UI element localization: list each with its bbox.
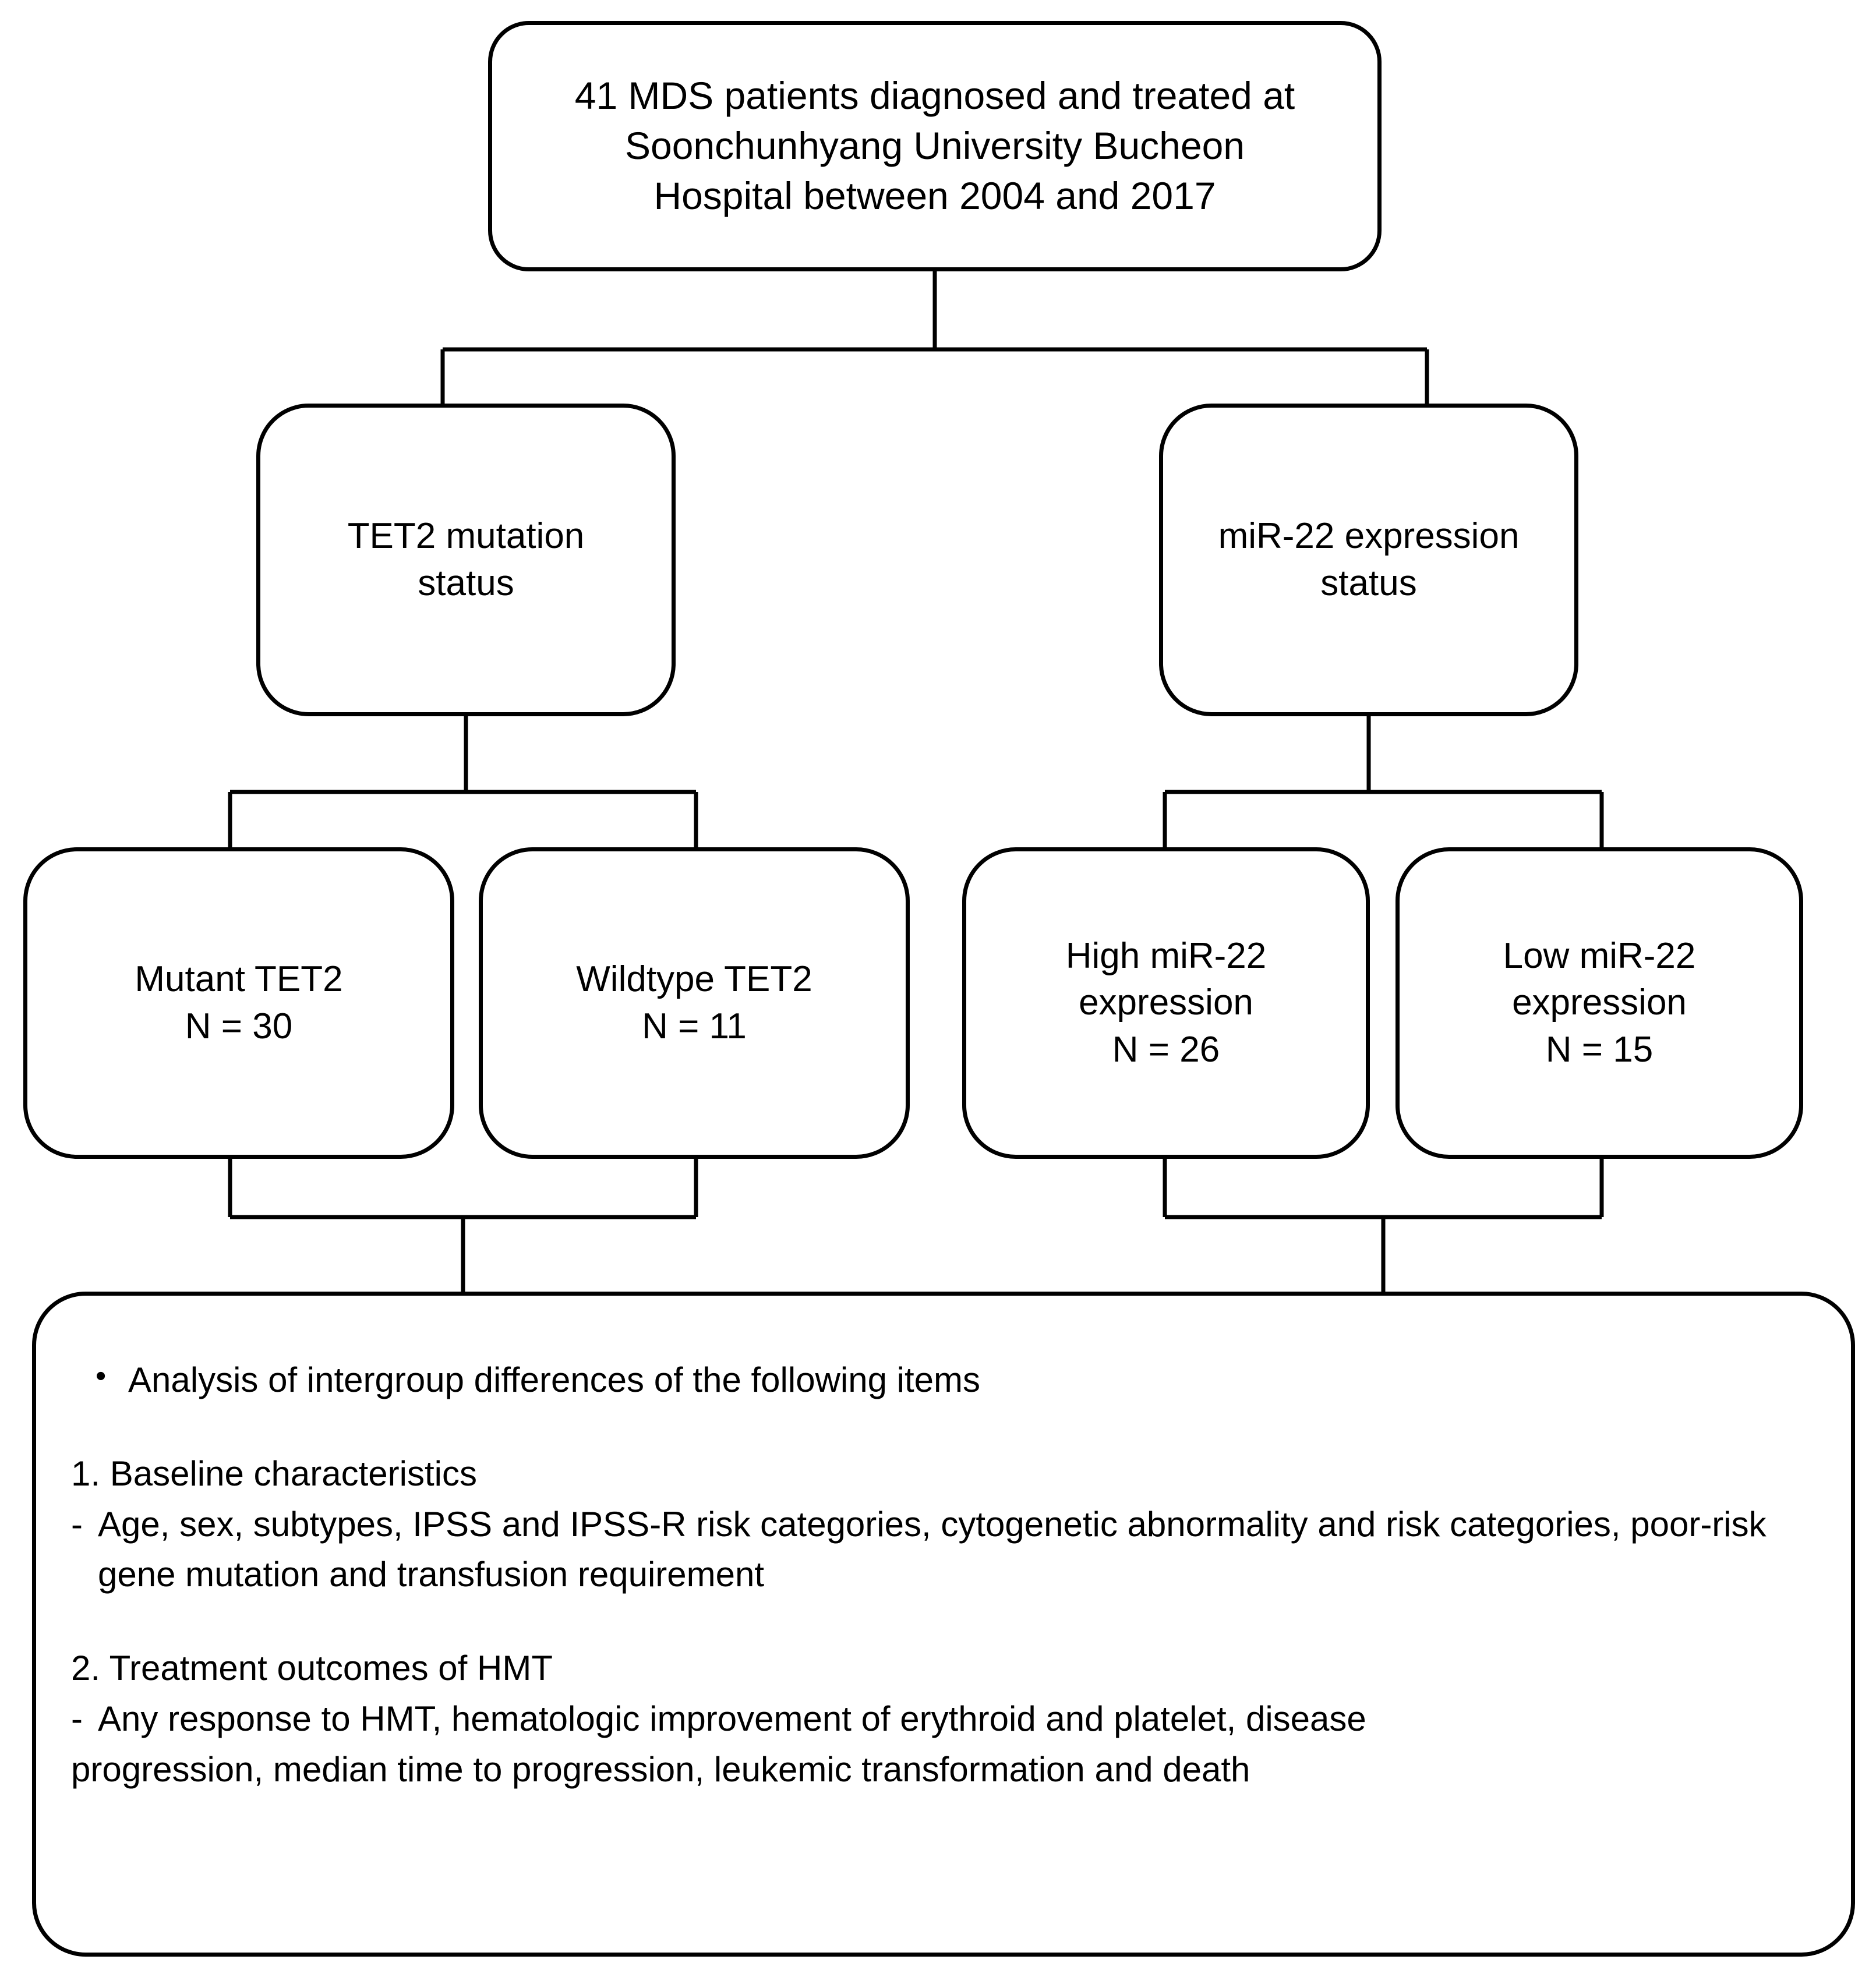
- node-tet2-mutation-status: TET2 mutation status: [256, 404, 676, 716]
- analysis-section1-text: Age, sex, subtypes, IPSS and IPSS-R risk…: [98, 1505, 1767, 1594]
- node-tet2-mutation-status-label: TET2 mutation status: [347, 515, 585, 603]
- bullet-point-icon: •: [96, 1359, 107, 1393]
- node-high-mir22-expression: High miR-22 expression N = 26: [962, 847, 1370, 1159]
- node-high-mir22-expression-label: High miR-22 expression N = 26: [1065, 935, 1267, 1070]
- analysis-section1-row: - Age, sex, subtypes, IPSS and IPSS-R ri…: [71, 1499, 1816, 1598]
- analysis-section1-heading: 1. Baseline characteristics: [71, 1454, 477, 1494]
- analysis-section2-heading: 2. Treatment outcomes of HMT: [71, 1648, 553, 1688]
- analysis-bullet-row: • Analysis of intergroup differences of …: [96, 1355, 1816, 1405]
- analysis-spacer-1: [71, 1405, 1816, 1449]
- node-study-population: 41 MDS patients diagnosed and treated at…: [488, 21, 1382, 271]
- node-low-mir22-expression: Low miR-22 expression N = 15: [1395, 847, 1803, 1159]
- analysis-spacer-2: [71, 1599, 1816, 1643]
- node-study-population-label: 41 MDS patients diagnosed and treated at…: [574, 74, 1295, 217]
- analysis-section2-row: - Any response to HMT, hematologic impro…: [71, 1694, 1816, 1743]
- node-mir22-expression-status: miR-22 expression status: [1159, 404, 1578, 716]
- analysis-section2-text-continued: progression, median time to progression,…: [71, 1750, 1250, 1789]
- node-mutant-tet2-label: Mutant TET2 N = 30: [135, 959, 343, 1046]
- node-low-mir22-expression-label: Low miR-22 expression N = 15: [1503, 935, 1696, 1070]
- node-wildtype-tet2-label: Wildtype TET2 N = 11: [576, 959, 812, 1046]
- dash-marker-icon: -: [71, 1505, 83, 1544]
- node-wildtype-tet2: Wildtype TET2 N = 11: [479, 847, 910, 1159]
- node-mir22-expression-status-label: miR-22 expression status: [1218, 515, 1520, 603]
- analysis-bullet-text: Analysis of intergroup differences of th…: [128, 1360, 980, 1399]
- analysis-section2-text: Any response to HMT, hematologic improve…: [98, 1699, 1366, 1738]
- node-analysis-summary: • Analysis of intergroup differences of …: [32, 1292, 1855, 1957]
- node-mutant-tet2: Mutant TET2 N = 30: [23, 847, 454, 1159]
- dash-marker-icon-2: -: [71, 1699, 83, 1738]
